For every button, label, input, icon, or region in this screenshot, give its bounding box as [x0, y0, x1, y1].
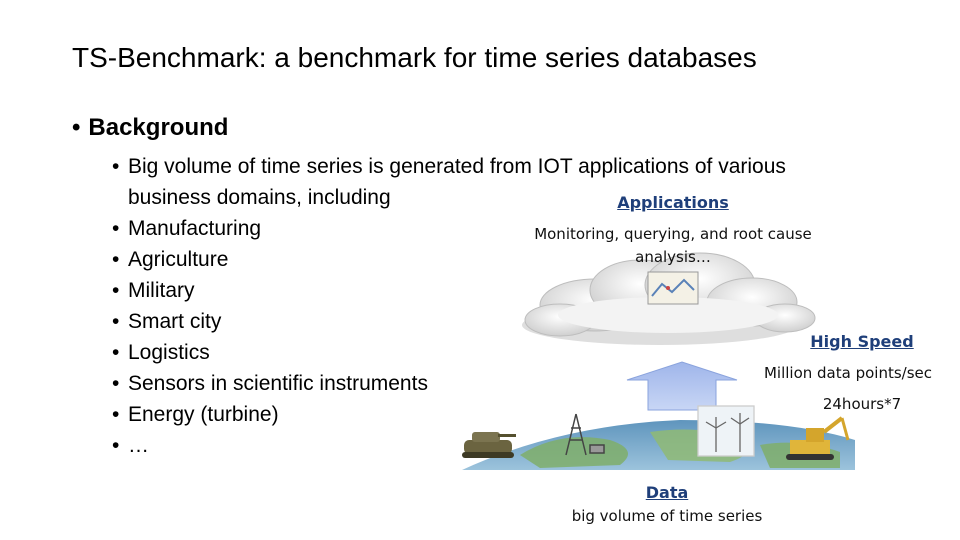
applications-desc-line1: Monitoring, querying, and root cause — [534, 225, 812, 243]
bullet-marker: • — [112, 248, 120, 271]
list-item: • Energy (turbine) — [112, 399, 786, 430]
bullet-marker: • — [112, 310, 120, 333]
slide-title: TS-Benchmark: a benchmark for time serie… — [72, 42, 757, 73]
section-bullet: • — [72, 114, 81, 141]
list-item: • Big volume of time series is generated … — [112, 151, 786, 182]
intro-text-continued: business domains, including — [128, 186, 391, 209]
domain-item: Energy (turbine) — [128, 403, 279, 426]
bullet-marker: • — [112, 155, 120, 178]
domain-item: Logistics — [128, 341, 210, 364]
data-heading: Data — [645, 483, 689, 502]
bullet-marker: • — [112, 372, 120, 395]
section-heading: • Background — [72, 114, 228, 142]
intro-text: Big volume of time series is generated f… — [128, 155, 786, 178]
domain-item: Agriculture — [128, 248, 229, 271]
bullet-marker: • — [112, 434, 120, 457]
list-item: • Logistics — [112, 337, 786, 368]
domain-item: … — [128, 434, 149, 457]
bullet-marker: • — [112, 217, 120, 240]
excavator-icon — [786, 416, 850, 460]
speed-desc-line2: 24hours*7 — [822, 395, 902, 413]
bullet-list: • Big volume of time series is generated … — [112, 151, 786, 461]
speed-heading: High Speed — [810, 332, 914, 351]
applications-heading: Applications — [617, 193, 729, 212]
list-item: • Sensors in scientific instruments — [112, 368, 786, 399]
domain-item: Manufacturing — [128, 217, 262, 240]
list-item: • Agriculture — [112, 244, 786, 275]
data-desc: big volume of time series — [571, 507, 763, 525]
applications-desc-line2: analysis… — [635, 248, 711, 266]
bullet-marker: • — [112, 403, 120, 426]
list-item: • Military — [112, 275, 786, 306]
list-item: •… — [112, 430, 786, 461]
bullet-marker: • — [112, 341, 120, 364]
list-item: • Smart city — [112, 306, 786, 337]
speed-desc-line1: Million data points/sec — [763, 364, 933, 382]
bullet-marker: • — [112, 279, 120, 302]
domain-item: Sensors in scientific instruments — [128, 372, 428, 395]
domain-item: Military — [128, 279, 195, 302]
list-item: • Manufacturing — [112, 213, 786, 244]
section-heading-text: Background — [88, 114, 229, 141]
domain-item: Smart city — [128, 310, 222, 333]
list-item-continuation: business domains, including — [112, 182, 786, 213]
